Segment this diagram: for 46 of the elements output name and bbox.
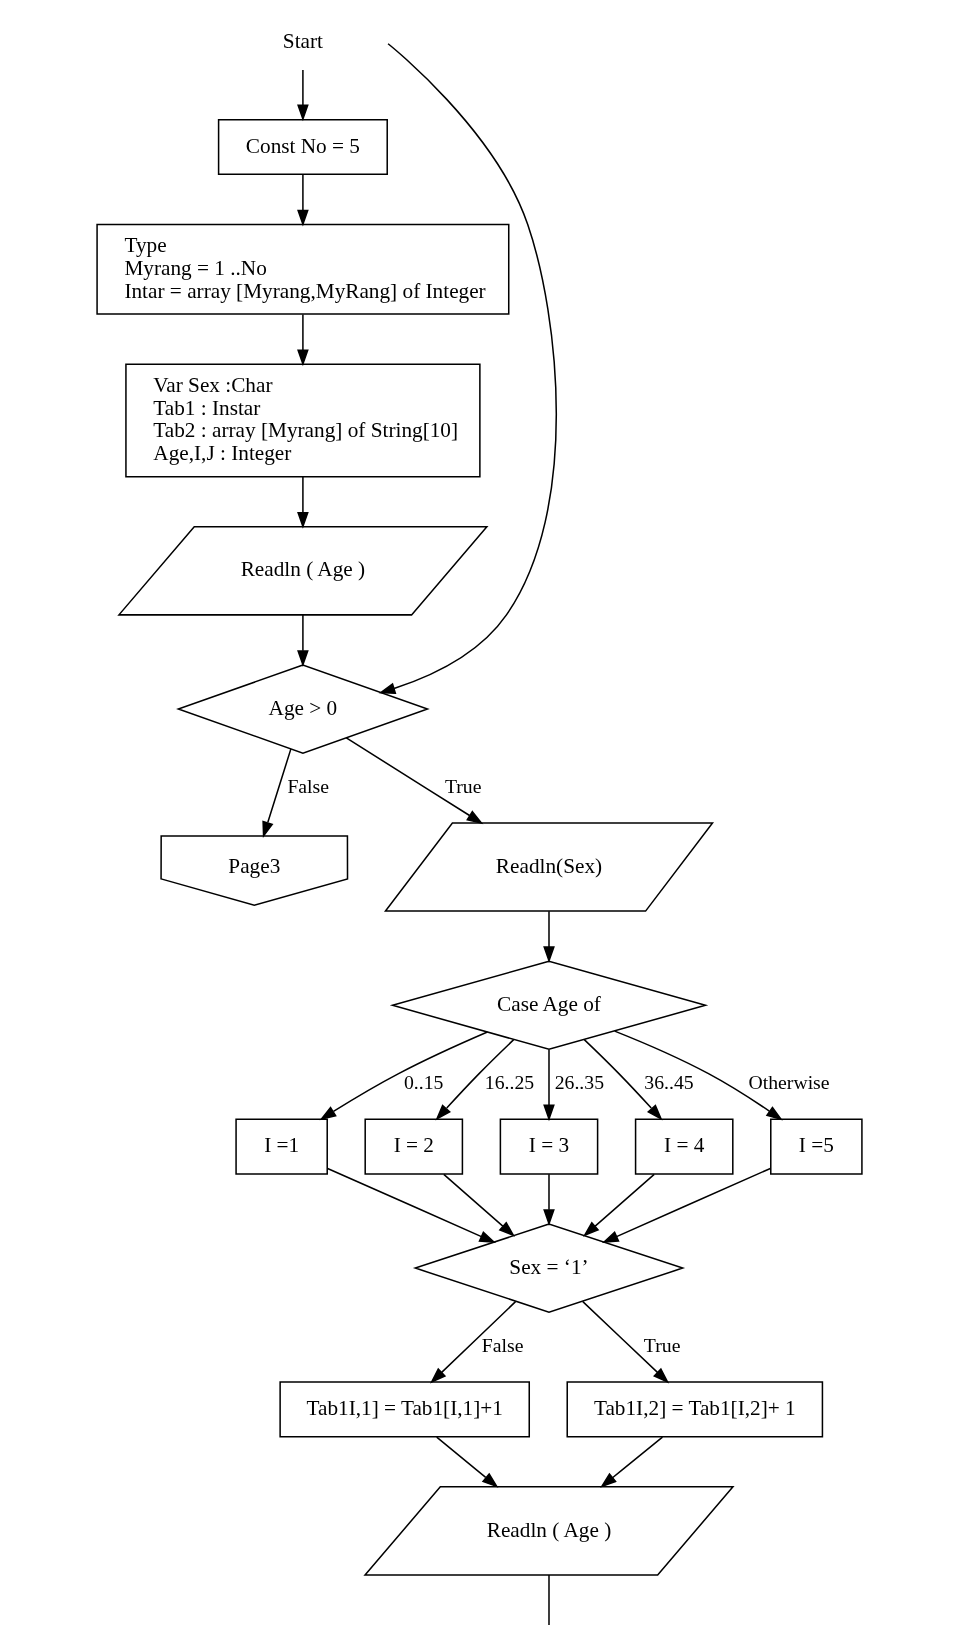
arrow <box>378 43 557 694</box>
edge-label: True <box>643 1334 680 1357</box>
arrow <box>542 1049 555 1122</box>
connector <box>547 1574 550 1626</box>
arrow <box>296 313 309 367</box>
node-box: I = 4 <box>634 1118 734 1175</box>
arrow <box>542 1173 555 1226</box>
arrow <box>296 69 309 122</box>
node-text: Start <box>282 28 323 53</box>
node-diamond: Age > 0 <box>175 664 430 754</box>
arrow <box>319 1031 488 1121</box>
node-box: Tab1I,1] = Tab1[I,1]+1 <box>278 1381 530 1438</box>
edge-label: 36..45 <box>643 1071 694 1094</box>
arrow <box>599 1436 663 1488</box>
edge-label: False <box>481 1334 523 1357</box>
node-diamond: Case Age of <box>389 960 708 1051</box>
arrow <box>613 1030 783 1121</box>
arrow <box>326 1167 496 1244</box>
edge-label: 16..25 <box>484 1071 534 1094</box>
arrow <box>435 1436 498 1488</box>
arrow <box>429 1300 516 1384</box>
node-box: I = 2 <box>363 1118 463 1175</box>
edge-label: Otherwise <box>747 1071 830 1094</box>
arrow <box>296 173 309 227</box>
node-box: I = 3 <box>499 1118 598 1175</box>
edge-label: True <box>444 775 481 798</box>
arrow <box>583 1038 663 1121</box>
arrow <box>345 737 483 825</box>
arrow <box>442 1173 515 1237</box>
arrow <box>582 1173 655 1237</box>
edge-label: False <box>286 775 329 798</box>
arrow <box>542 910 555 964</box>
node-box: I =1 <box>234 1118 328 1175</box>
node-box: Var Sex :Char Tab1 : Instar Tab2 : array [Myrang] of String[10] Age,I,J : Integer <box>124 363 481 478</box>
arrow <box>601 1167 771 1244</box>
arrow <box>296 476 309 529</box>
arrow <box>261 748 292 839</box>
arrow <box>296 614 309 667</box>
node-box: I =5 <box>769 1118 863 1175</box>
node-box: Type Myrang = 1 ..No Intar = array [Myrang,MyRang] of Integer <box>95 223 509 315</box>
arrow <box>581 1300 669 1384</box>
node-box: Const No = 5 <box>217 118 388 176</box>
edge-label: 0..15 <box>403 1071 443 1094</box>
arrow <box>434 1038 514 1121</box>
node-box: Tab1I,2] = Tab1[I,2]+ 1 <box>565 1381 823 1438</box>
edge-label: 26..35 <box>554 1071 604 1094</box>
